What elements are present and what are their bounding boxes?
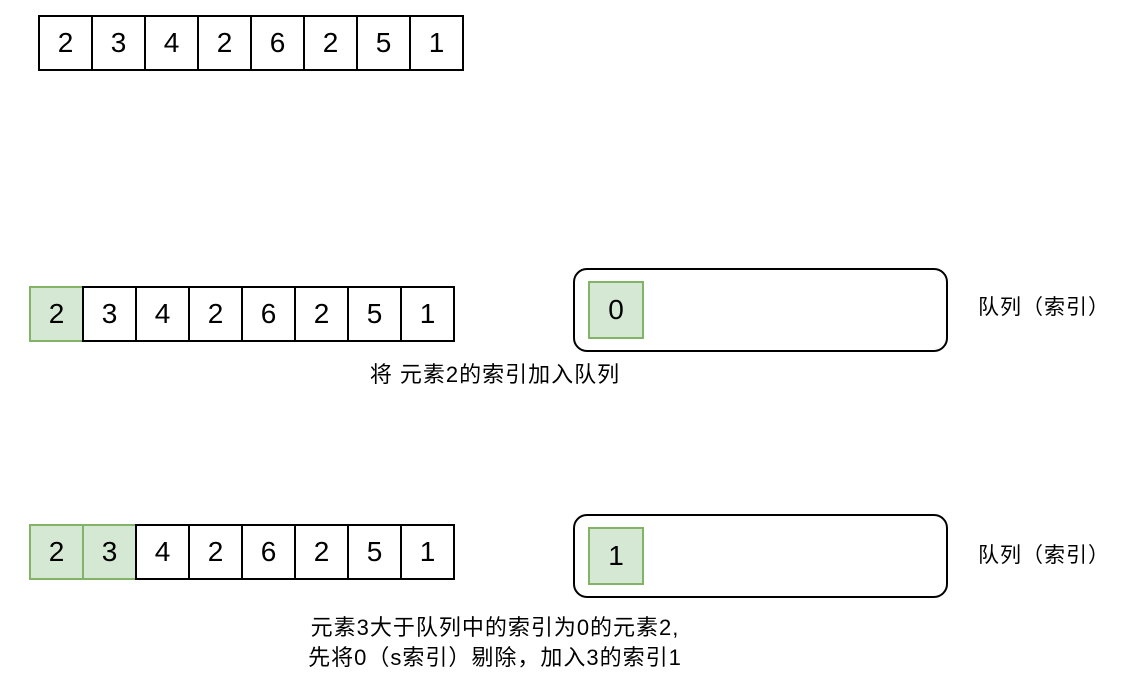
step1-queue-label: 队列（索引） bbox=[978, 296, 1110, 319]
array-cell: 2 bbox=[197, 15, 252, 71]
array-cell: 2 bbox=[188, 524, 243, 580]
array-cell: 2 bbox=[294, 524, 349, 580]
queue-item: 0 bbox=[588, 281, 644, 339]
step2-queue-box: 1 bbox=[573, 514, 948, 598]
array-cell: 6 bbox=[241, 524, 296, 580]
array-cell: 3 bbox=[91, 15, 146, 71]
array-cell: 2 bbox=[294, 286, 349, 342]
array-cell: 6 bbox=[241, 286, 296, 342]
queue-item: 1 bbox=[588, 527, 644, 585]
array-cell: 5 bbox=[356, 15, 411, 71]
array-cell: 6 bbox=[250, 15, 305, 71]
step2-array: 2 3 4 2 6 2 5 1 bbox=[29, 524, 455, 580]
step1-queue-box: 0 bbox=[573, 268, 948, 352]
array-cell: 1 bbox=[400, 286, 455, 342]
top-array: 2 3 4 2 6 2 5 1 bbox=[38, 15, 464, 71]
array-cell-highlighted: 3 bbox=[82, 524, 137, 580]
array-cell: 2 bbox=[188, 286, 243, 342]
step2-caption: 元素3大于队列中的索引为0的元素2, 先将0（s索引）剔除，加入3的索引1 bbox=[140, 613, 850, 673]
step2-caption-line2: 先将0（s索引）剔除，加入3的索引1 bbox=[308, 645, 682, 670]
array-cell: 4 bbox=[135, 286, 190, 342]
step2-queue-label: 队列（索引） bbox=[978, 544, 1110, 567]
array-cell: 3 bbox=[82, 286, 137, 342]
array-cell: 4 bbox=[144, 15, 199, 71]
step1-array: 2 3 4 2 6 2 5 1 bbox=[29, 286, 455, 342]
array-cell: 4 bbox=[135, 524, 190, 580]
step2-caption-line1: 元素3大于队列中的索引为0的元素2, bbox=[310, 615, 680, 640]
array-cell: 1 bbox=[409, 15, 464, 71]
array-cell: 5 bbox=[347, 524, 402, 580]
step1-caption: 将 元素2的索引加入队列 bbox=[369, 362, 621, 387]
array-cell-highlighted: 2 bbox=[29, 524, 84, 580]
array-cell: 2 bbox=[303, 15, 358, 71]
array-cell-highlighted: 2 bbox=[29, 286, 84, 342]
array-cell: 1 bbox=[400, 524, 455, 580]
array-cell: 5 bbox=[347, 286, 402, 342]
array-cell: 2 bbox=[38, 15, 93, 71]
